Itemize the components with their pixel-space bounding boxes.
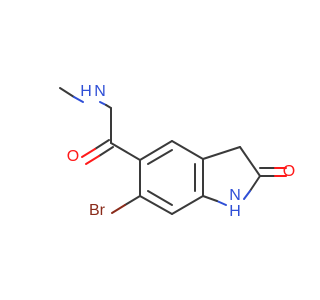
ring-n-label: N — [229, 187, 241, 204]
carbonyl-o-label: O — [67, 148, 79, 165]
lactam-bond-n-c7a-n-part — [216, 200, 227, 206]
ring-bond-c5-c4 — [139, 140, 173, 161]
amide-n-label: N — [94, 83, 106, 100]
ring-bond-c7-c6 — [139, 195, 173, 215]
bond-methyl-to-amide-n-n-part — [73, 96, 84, 103]
ring-inner-double-bond-top — [147, 149, 173, 165]
ring-bond-c7a-c7 — [171, 195, 204, 215]
bond-carbonyl-double-1-o-part — [81, 148, 96, 158]
lactam-o-label: O — [283, 163, 295, 180]
bond-ring-to-bromo-br-part — [111, 204, 126, 214]
ring-inner-double-bond-bottom — [147, 190, 173, 206]
amide-nh-label: H — [80, 83, 92, 100]
lactam-bond-c3a-c3 — [202, 146, 241, 160]
bromo-label: Br — [89, 202, 106, 219]
bond-methyl-to-amide-n-carbon-part — [59, 87, 75, 98]
ring-h-label: H — [229, 203, 241, 220]
molecule-canvas: H N O Br N H O — [59, 83, 296, 221]
bond-ring-to-bromo-carbon-part — [124, 195, 141, 206]
ring-bond-c4-c3a — [171, 140, 204, 160]
lactam-bond-c2-n-carbon-part — [249, 175, 261, 192]
bond-amide-n-to-carbonyl-n-part — [99, 101, 107, 106]
lactam-bond-n-c7a-carbon-part — [202, 195, 218, 202]
bond-carbonyl-double-2-o-part — [85, 155, 100, 165]
lactam-bond-c3-c2 — [239, 146, 261, 177]
bond-carbonyl-double-2-carbon-part — [98, 146, 114, 157]
bond-carbonyl-to-ring — [110, 142, 141, 161]
bond-carbonyl-double-1-carbon-part — [94, 139, 110, 150]
lactam-bond-c2-n-n-part — [243, 190, 251, 200]
chemical-structure-diagram: H N O Br N H O — [59, 83, 295, 220]
